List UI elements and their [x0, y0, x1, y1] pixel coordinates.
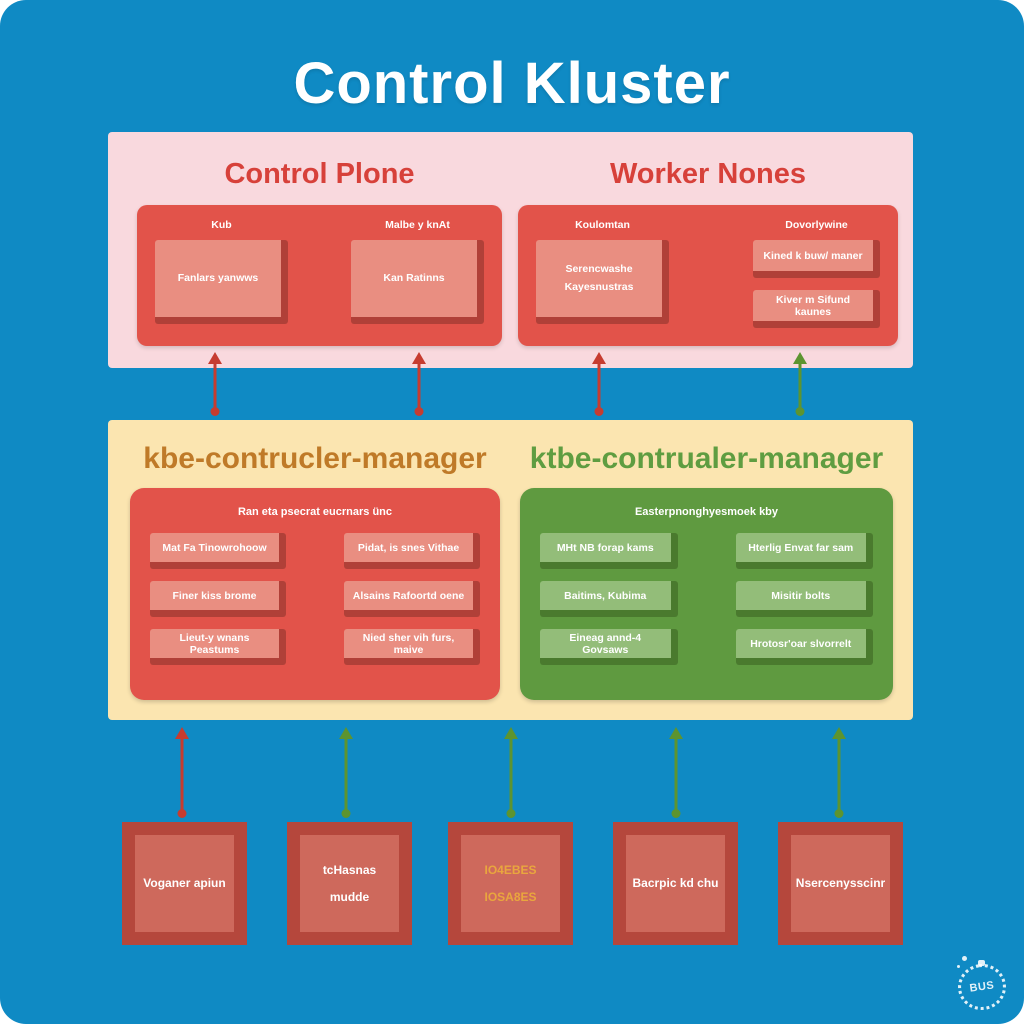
control-plane-column-1: Kub Fanlars yanwws — [155, 215, 288, 332]
arrow-up-icon — [338, 727, 354, 818]
stopwatch-knob-icon — [978, 960, 985, 966]
component-box: Finer kiss brome — [150, 581, 286, 617]
component-box: Alsains Rafoortd oene — [344, 581, 480, 617]
arrow-up-icon — [591, 352, 607, 416]
control-plane-column-2: Malbe y knAt Kan Ratinns — [351, 215, 484, 332]
worker-nodes-column-2: Dovorlywine Kined k buw/ maner Kiver m S… — [753, 215, 880, 332]
worker-nodes-heading: Worker Nones — [609, 158, 807, 190]
component-box: Hterlig Envat far sam — [735, 533, 873, 569]
arrow-up-icon — [174, 727, 190, 818]
component-grid: MHt NB forap kams Hterlig Envat far sam … — [540, 533, 873, 665]
component-box: Misitir bolts — [735, 581, 873, 617]
arrow-up-icon — [207, 352, 223, 416]
component-box: Serencwashe Kayesnustras — [536, 240, 669, 324]
arrow-up-icon — [792, 352, 808, 416]
bottom-node: Voganer apiun — [122, 822, 247, 945]
cluster-panel: Control Plone Worker Nones Kub Fanlars y… — [108, 132, 913, 368]
column-label: Koulomtan — [575, 219, 630, 231]
arrow-up-icon — [503, 727, 519, 818]
arrow-up-icon — [668, 727, 684, 818]
control-plane-container: Kub Fanlars yanwws Malbe y knAt Kan Rati… — [137, 205, 502, 346]
container-subtitle: Ran eta psecrat eucrnars ünc — [237, 506, 393, 518]
manager-panel: kbe-contrucler-manager ktbe-contrualer-m… — [108, 420, 913, 720]
watermark-logo: BUS — [954, 952, 1009, 1014]
component-box: MHt NB forap kams — [540, 533, 678, 569]
manager-right-container: Easterpnonghyesmoek kby MHt NB forap kam… — [520, 488, 893, 700]
manager-left-heading: kbe-contrucler-manager — [143, 442, 487, 475]
component-box: Hrotosr'oar slvorrelt — [735, 629, 873, 665]
component-box: Kan Ratinns — [351, 240, 484, 324]
control-plane-heading: Control Plone — [224, 158, 415, 190]
bottom-node: tcHasnas mudde — [287, 822, 412, 945]
worker-nodes-container: Koulomtan Serencwashe Kayesnustras Dovor… — [518, 205, 898, 346]
arrow-up-icon — [831, 727, 847, 818]
component-box: Nied sher vih furs, maive — [344, 629, 480, 665]
sparkle-icon — [962, 956, 967, 961]
component-box: Kiver m Sifund kaunes — [753, 290, 880, 328]
bottom-node: IO4EBES IOSA8ES — [448, 822, 573, 945]
page-title: Control Kluster — [293, 51, 731, 116]
bottom-node: Nsercenysscinr — [778, 822, 903, 945]
component-grid: Mat Fa Tinowrohoow Pidat, is snes Vithae… — [150, 533, 480, 665]
component-box: Fanlars yanwws — [155, 240, 288, 324]
component-box: Mat Fa Tinowrohoow — [150, 533, 286, 569]
column-label: Malbe y knAt — [385, 219, 450, 231]
container-subtitle: Easterpnonghyesmoek kby — [634, 506, 779, 518]
component-box: Kined k buw/ maner — [753, 240, 880, 278]
worker-nodes-column-1: Koulomtan Serencwashe Kayesnustras — [536, 215, 669, 332]
manager-left-container: Ran eta psecrat eucrnars ünc Mat Fa Tino… — [130, 488, 500, 700]
arrow-up-icon — [411, 352, 427, 416]
component-box: Pidat, is snes Vithae — [344, 533, 480, 569]
column-label: Dovorlywine — [785, 219, 848, 231]
manager-right-heading: ktbe-contrualer-manager — [529, 442, 884, 475]
bottom-node: Bacrpic kd chu — [613, 822, 738, 945]
column-label: Kub — [211, 219, 232, 231]
component-box: Eineag annd-4 Govsaws — [540, 629, 678, 665]
component-box: Lieut-y wnans Peastums — [150, 629, 286, 665]
stopwatch-icon: BUS — [955, 960, 1009, 1014]
component-box: Baitims, Kubima — [540, 581, 678, 617]
